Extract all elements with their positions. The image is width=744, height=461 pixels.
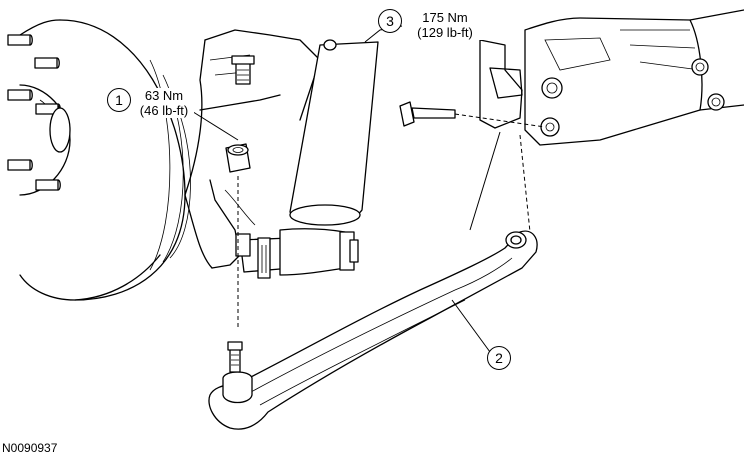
lower-control-arm: [208, 230, 538, 430]
bracket-nuts: [540, 58, 725, 137]
ball-joint-nut: [225, 143, 251, 173]
callout-2-number: 2: [487, 346, 511, 370]
brake-rotor-hub: [7, 19, 213, 301]
callout-3-torque-nm: 175 Nm: [422, 10, 468, 25]
shock-absorber: [289, 39, 379, 226]
leader-line-2: [451, 299, 491, 353]
callout-1-torque: 63 Nm (46 lb-ft): [134, 88, 194, 118]
callout-1-torque-lbft: (46 lb-ft): [139, 103, 189, 118]
callout-1-number: 1: [107, 88, 131, 112]
control-arm-bolt: [399, 101, 456, 127]
callout-3-torque-lbft: (129 lb-ft): [417, 25, 473, 40]
frame-bracket: [479, 9, 744, 146]
callout-3-torque: 175 Nm (129 lb-ft): [406, 10, 484, 40]
leader-line-1: [189, 109, 239, 141]
wheel-studs: [7, 34, 61, 191]
stabilizer-link: [235, 228, 359, 279]
callout-3-number: 3: [378, 9, 402, 33]
callout-1-torque-nm: 63 Nm: [144, 88, 184, 103]
figure-id: N0090937: [2, 441, 58, 455]
steering-knuckle: [199, 29, 321, 269]
